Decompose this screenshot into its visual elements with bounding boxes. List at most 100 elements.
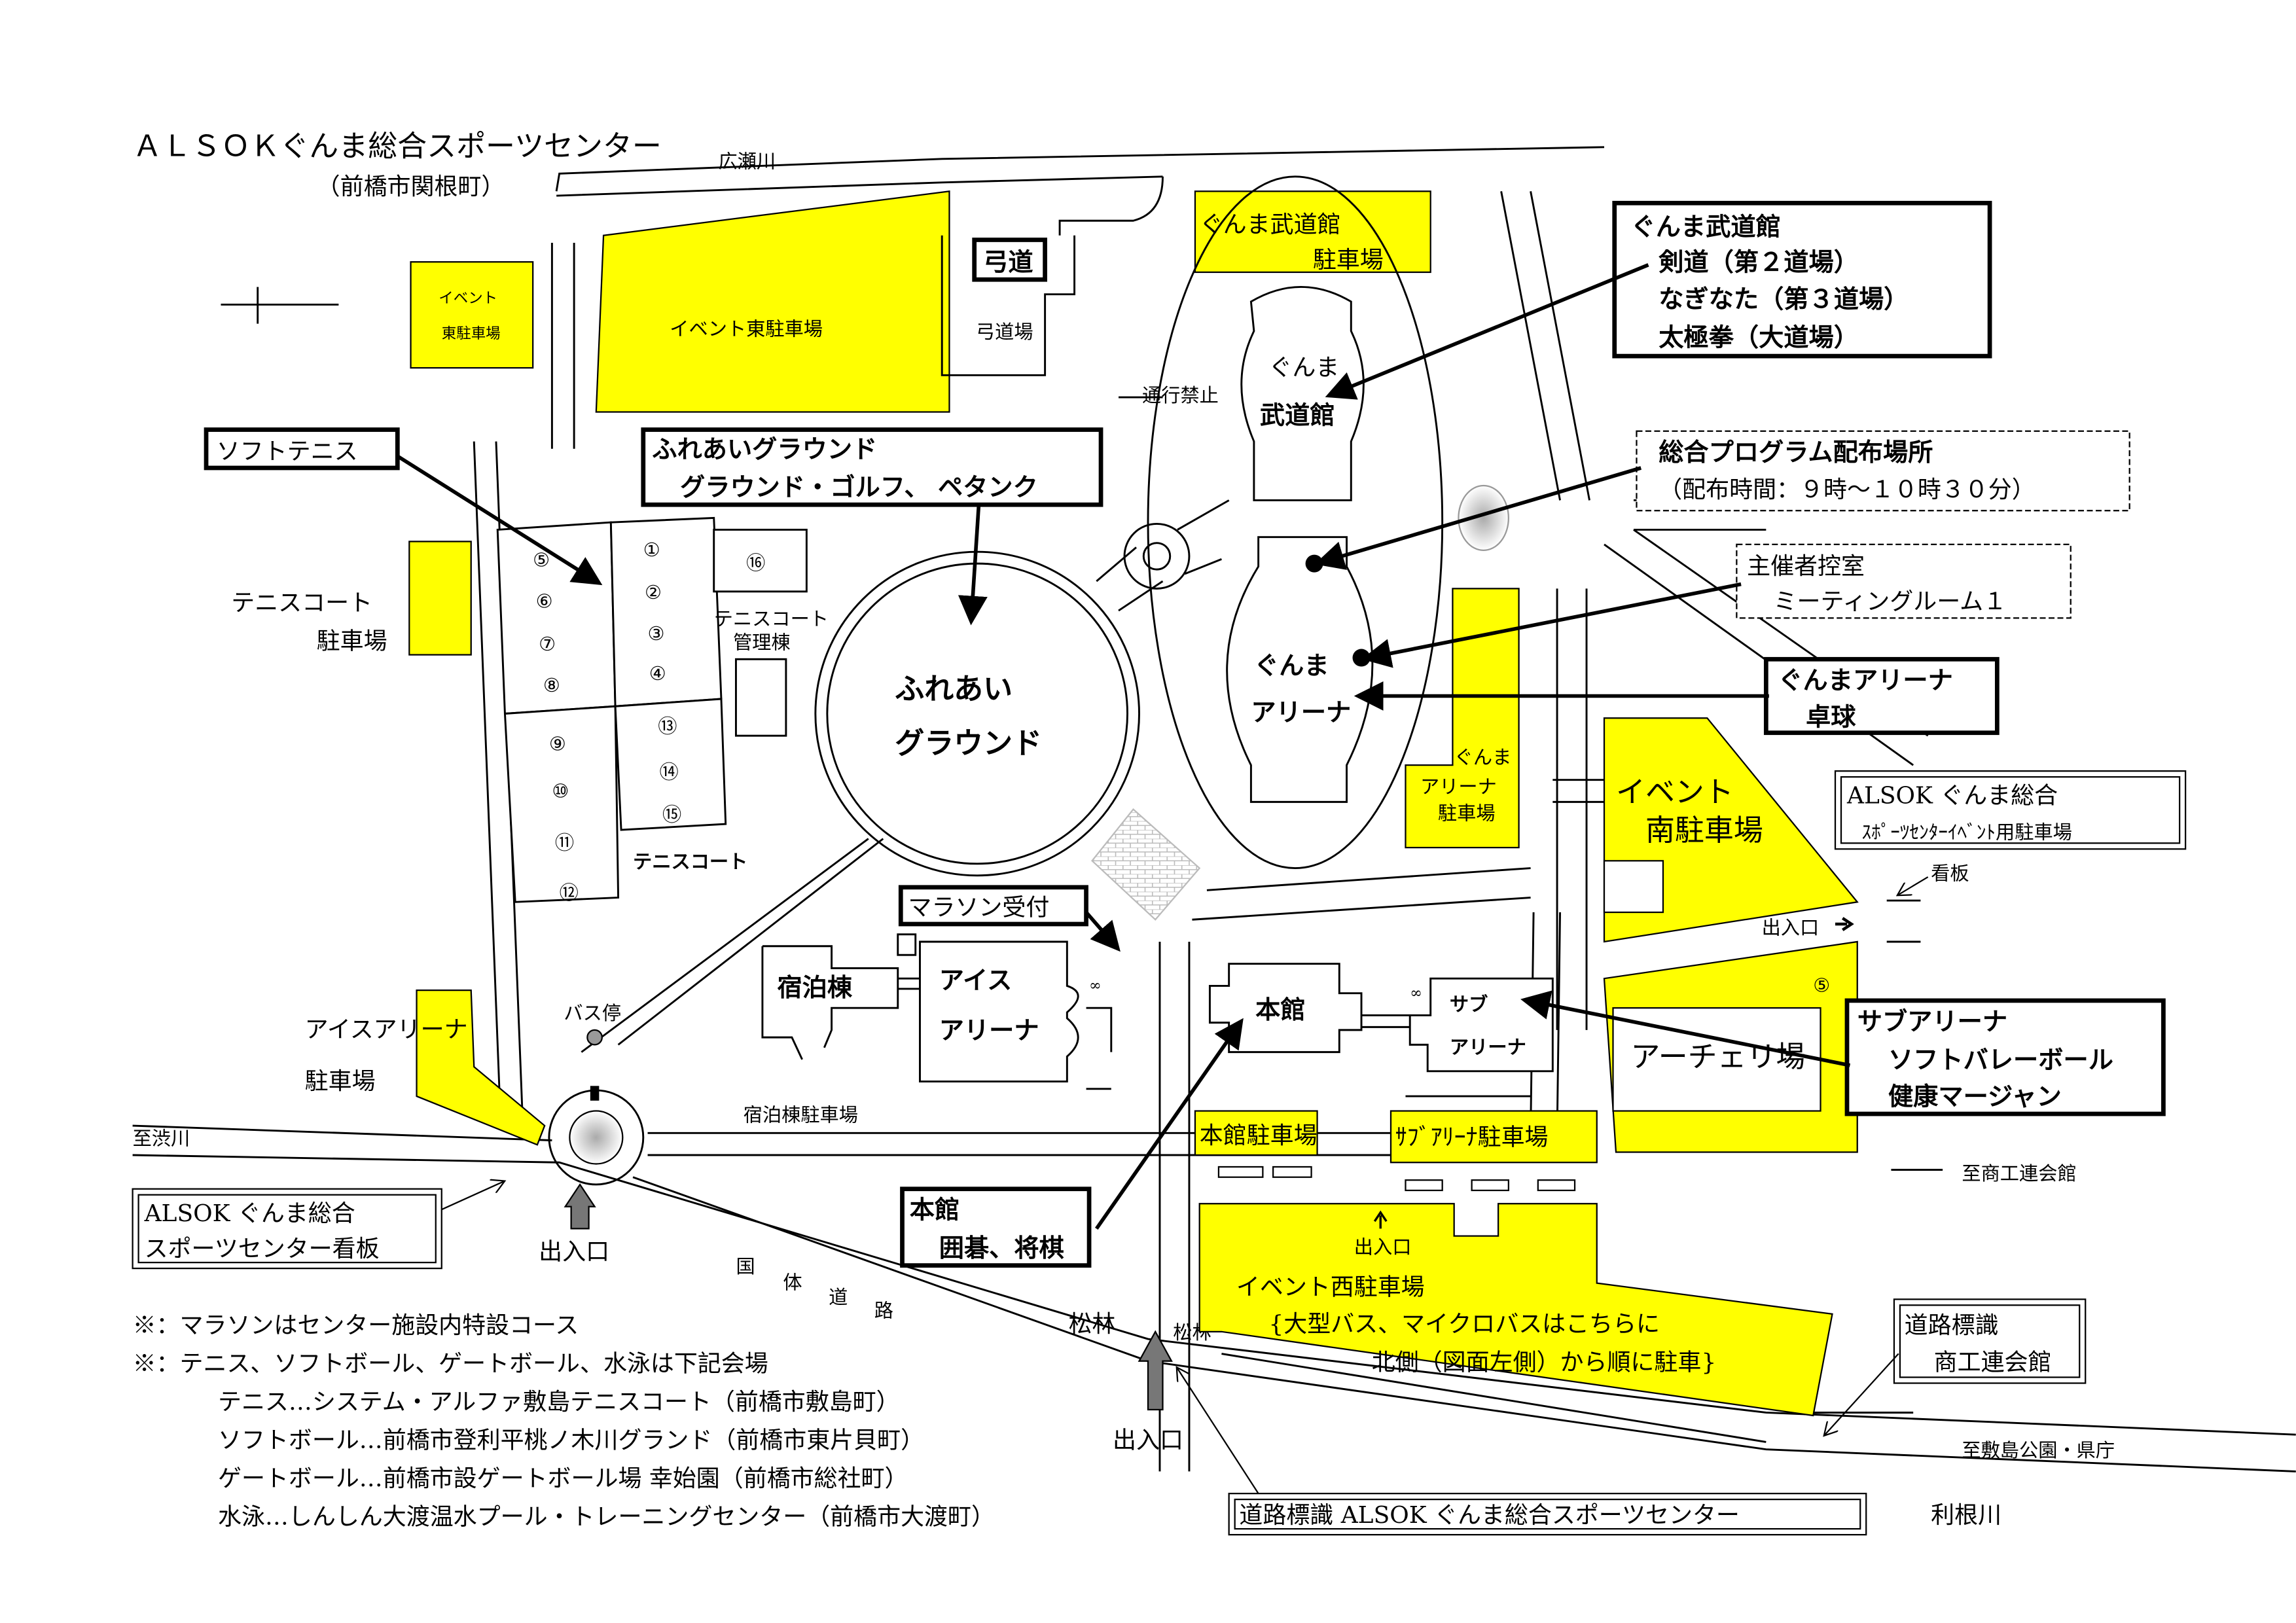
- note-line: ※：テニス、ソフトボール、ゲートボール、水泳は下記会場: [133, 1351, 768, 1378]
- callout-arrow: [396, 454, 603, 586]
- callout-text: 健康マージャン: [1888, 1082, 2062, 1112]
- callout-text: 主催者控室: [1747, 553, 1865, 580]
- callout-text: ふれあいグラウンド: [652, 435, 877, 464]
- svg-text:体: 体: [783, 1272, 802, 1294]
- entrance-label: 出入口: [539, 1239, 609, 1266]
- parking-label: 駐車場: [317, 628, 387, 655]
- court-number: ⑥: [536, 590, 553, 613]
- gray-ellipse: [1458, 484, 1509, 552]
- bus-stop-icon: [586, 1029, 603, 1046]
- callout-text: ｽﾎﾟｰﾂｾﾝﾀｰｲﾍﾞﾝﾄ用駐車場: [1861, 821, 2072, 844]
- callout-text: グラウンド・ゴルフ、 ペタンク: [680, 473, 1038, 503]
- callout-text: ALSOK ぐんま総合: [1846, 783, 2058, 810]
- court-number: ⑩: [552, 780, 569, 802]
- small-circle-inner: [1142, 542, 1172, 571]
- marker-symbol: ∞: [1089, 977, 1102, 994]
- river-tone-label: 利根川: [1931, 1502, 2001, 1529]
- small-building: [897, 933, 917, 956]
- kyudo-label-box: [972, 238, 1047, 282]
- parking-label: 駐車場: [1313, 247, 1384, 274]
- court-number: ⑦: [539, 633, 556, 655]
- sign-arrow: [441, 1181, 503, 1211]
- entrance-label: 出入口: [1762, 917, 1820, 939]
- sub-arena-building: [1408, 977, 1554, 1073]
- lodging-label: 宿泊棟: [777, 974, 852, 1003]
- ice-arena-building: [919, 940, 1079, 1083]
- to-shikishima-label: 至敷島公園・県庁: [1962, 1439, 2115, 1461]
- court-number: ③: [648, 622, 665, 645]
- budokan-callout: [1612, 200, 1992, 359]
- callout-arrow: [1325, 263, 1649, 400]
- program-point: [1305, 554, 1323, 573]
- tennis-office-label: 管理棟: [733, 632, 791, 654]
- court-number: ⑧: [543, 674, 560, 696]
- to-shokoren-label: 至商工連会館: [1962, 1162, 2076, 1185]
- arena-parking: [1405, 588, 1520, 849]
- ground-label: ふれあい: [895, 671, 1013, 706]
- fureai-ground-outer: [814, 550, 1140, 877]
- fureai-callout: [641, 427, 1103, 507]
- tennis-office-label: テニスコート: [714, 608, 829, 630]
- budokan-label: 武道館: [1260, 402, 1335, 431]
- callout-text: ソフトテニス: [217, 438, 358, 465]
- arrow-right-icon: [1835, 917, 1854, 931]
- parking-label: テニスコート: [231, 590, 372, 616]
- event-east-parking-small: [410, 261, 534, 369]
- callout-text: 卓球: [1806, 703, 1856, 732]
- parking-label: 本館駐車場: [1200, 1122, 1318, 1149]
- parking-label: 東駐車場: [442, 325, 501, 342]
- parking-label: イベント西駐車場: [1236, 1274, 1425, 1301]
- marker: [590, 1086, 600, 1101]
- note-line: 水泳…しんしん大渡温水プール・トレーニングセンター（前橋市大渡町）: [218, 1503, 995, 1530]
- svg-text:国: 国: [736, 1255, 755, 1277]
- ice-arena-label: アイス: [939, 967, 1013, 995]
- parking-label: アイスアリーナ: [305, 1016, 468, 1043]
- roundabout-center: [569, 1110, 624, 1165]
- sub-arena-label: サブ: [1450, 993, 1488, 1016]
- court-number: ⑬: [658, 715, 677, 738]
- parking-label: アリーナ: [1420, 776, 1497, 798]
- map-title: ＡＬＳＯＫぐんま総合スポーツセンター: [133, 128, 662, 163]
- river-hirose-label: 広瀬川: [718, 150, 776, 172]
- court-number: ⑫: [560, 882, 579, 904]
- sign-arrow: [1825, 1353, 1899, 1435]
- sign-arrow: [1177, 1368, 1259, 1494]
- callout-arrow: [1085, 911, 1121, 952]
- court-number: ⑪: [555, 831, 574, 853]
- archery-number: ⑤: [1813, 974, 1830, 996]
- callout-text: ミーティングルーム１: [1774, 588, 2007, 615]
- ice-arena-parking: [416, 990, 546, 1146]
- tennis-court-label: テニスコート: [633, 851, 747, 873]
- marathon-callout: [898, 885, 1088, 927]
- court-number: ①: [643, 539, 660, 561]
- callout-text: なぎなた（第３道場）: [1659, 285, 1909, 314]
- kyudo-hall-outline: [941, 235, 1076, 376]
- parking-label: ぐんま武道館: [1200, 211, 1341, 238]
- callout-text: 剣道（第２道場）: [1658, 249, 1859, 277]
- fureai-ground: [826, 562, 1128, 865]
- callout-text: 道路標識 ALSOK ぐんま総合スポーツセンター: [1239, 1502, 1739, 1529]
- svg-text:路: 路: [874, 1299, 893, 1321]
- callout-text: 太極拳（大道場）: [1659, 323, 1859, 352]
- callout-arrow: [1314, 466, 1642, 570]
- court-number: ⑮: [662, 804, 681, 826]
- callout-arrow: [958, 505, 988, 626]
- budokan-building: [1240, 285, 1365, 501]
- archery-label: アーチェリ場: [1630, 1039, 1805, 1074]
- parking-label: イベント: [439, 290, 497, 307]
- callout-text: 商工連会館: [1934, 1349, 2052, 1376]
- small-circle: [1123, 522, 1191, 590]
- sub-arena-label: アリーナ: [1450, 1036, 1526, 1058]
- callout-text: スポーツセンター看板: [145, 1236, 380, 1262]
- parking-label: イベント東駐車場: [670, 318, 823, 340]
- parking-label: イベント: [1616, 774, 1734, 809]
- callout-text: ALSOK ぐんま総合: [144, 1200, 355, 1227]
- callout-text: 囲碁、将棋: [939, 1234, 1064, 1263]
- tennis-parking: [408, 541, 472, 656]
- parking-label: 駐車場: [305, 1068, 376, 1095]
- soft-tennis-callout: [204, 427, 400, 471]
- callout-text: 道路標識: [1905, 1312, 1999, 1339]
- signboard-arrow: [1899, 876, 1929, 895]
- ice-arena-label: アリーナ: [939, 1016, 1039, 1045]
